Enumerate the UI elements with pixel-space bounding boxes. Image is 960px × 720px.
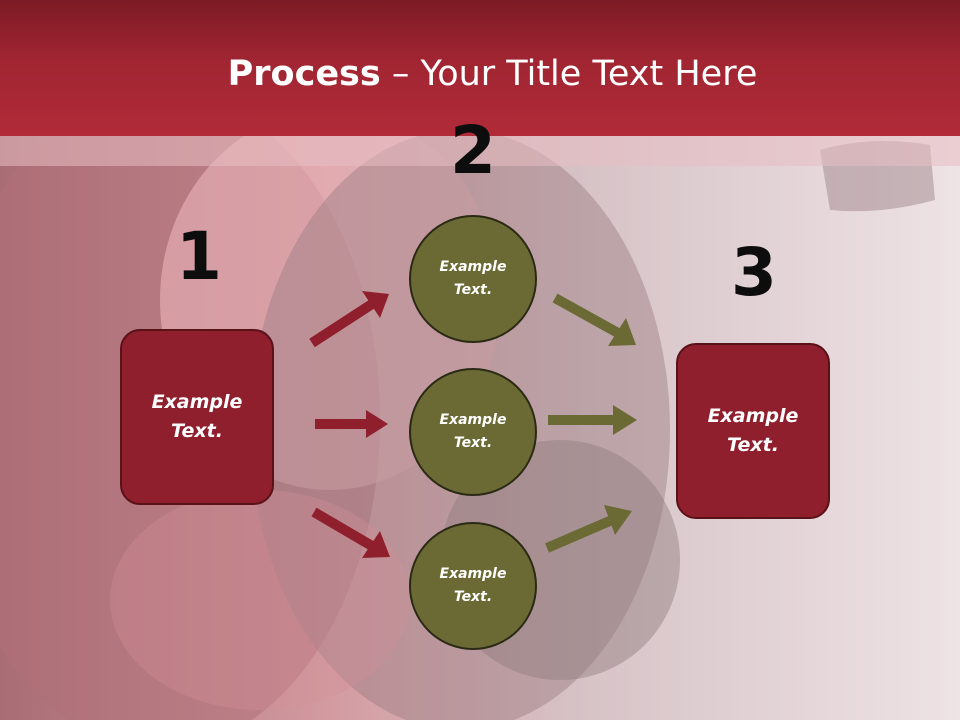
circle-bottom-label: Example Text. [439, 566, 507, 605]
title-rest: – Your Title Text Here [380, 54, 758, 94]
title-bar [0, 0, 960, 136]
step-number-3: 3 [731, 234, 777, 311]
slide-title: Process – Your Title Text Here [0, 52, 960, 96]
title-bold: Process [227, 54, 381, 94]
arrow-box1-to-circle-top [309, 291, 389, 348]
step-1-label: Example Text. [151, 391, 243, 442]
arrow-circle-bottom-to-box3 [545, 505, 632, 553]
circle-top-label: Example Text. [439, 259, 507, 298]
step-3-label: Example Text. [707, 405, 799, 456]
step-3-box: Example Text. [676, 343, 830, 519]
step-1-box: Example Text. [120, 329, 274, 505]
arrow-circle-top-to-box3 [552, 293, 636, 346]
arrow-circle-middle-to-box3 [548, 405, 637, 435]
arrow-box1-to-circle-middle [315, 410, 388, 438]
step-number-2: 2 [450, 112, 496, 189]
title-bar-shade [0, 136, 960, 166]
circle-top: Example Text. [409, 215, 537, 343]
circle-middle-label: Example Text. [439, 412, 507, 451]
arrow-box1-to-circle-bottom [311, 507, 390, 558]
circle-middle: Example Text. [409, 368, 537, 496]
step-number-1: 1 [176, 218, 222, 295]
circle-bottom: Example Text. [409, 522, 537, 650]
